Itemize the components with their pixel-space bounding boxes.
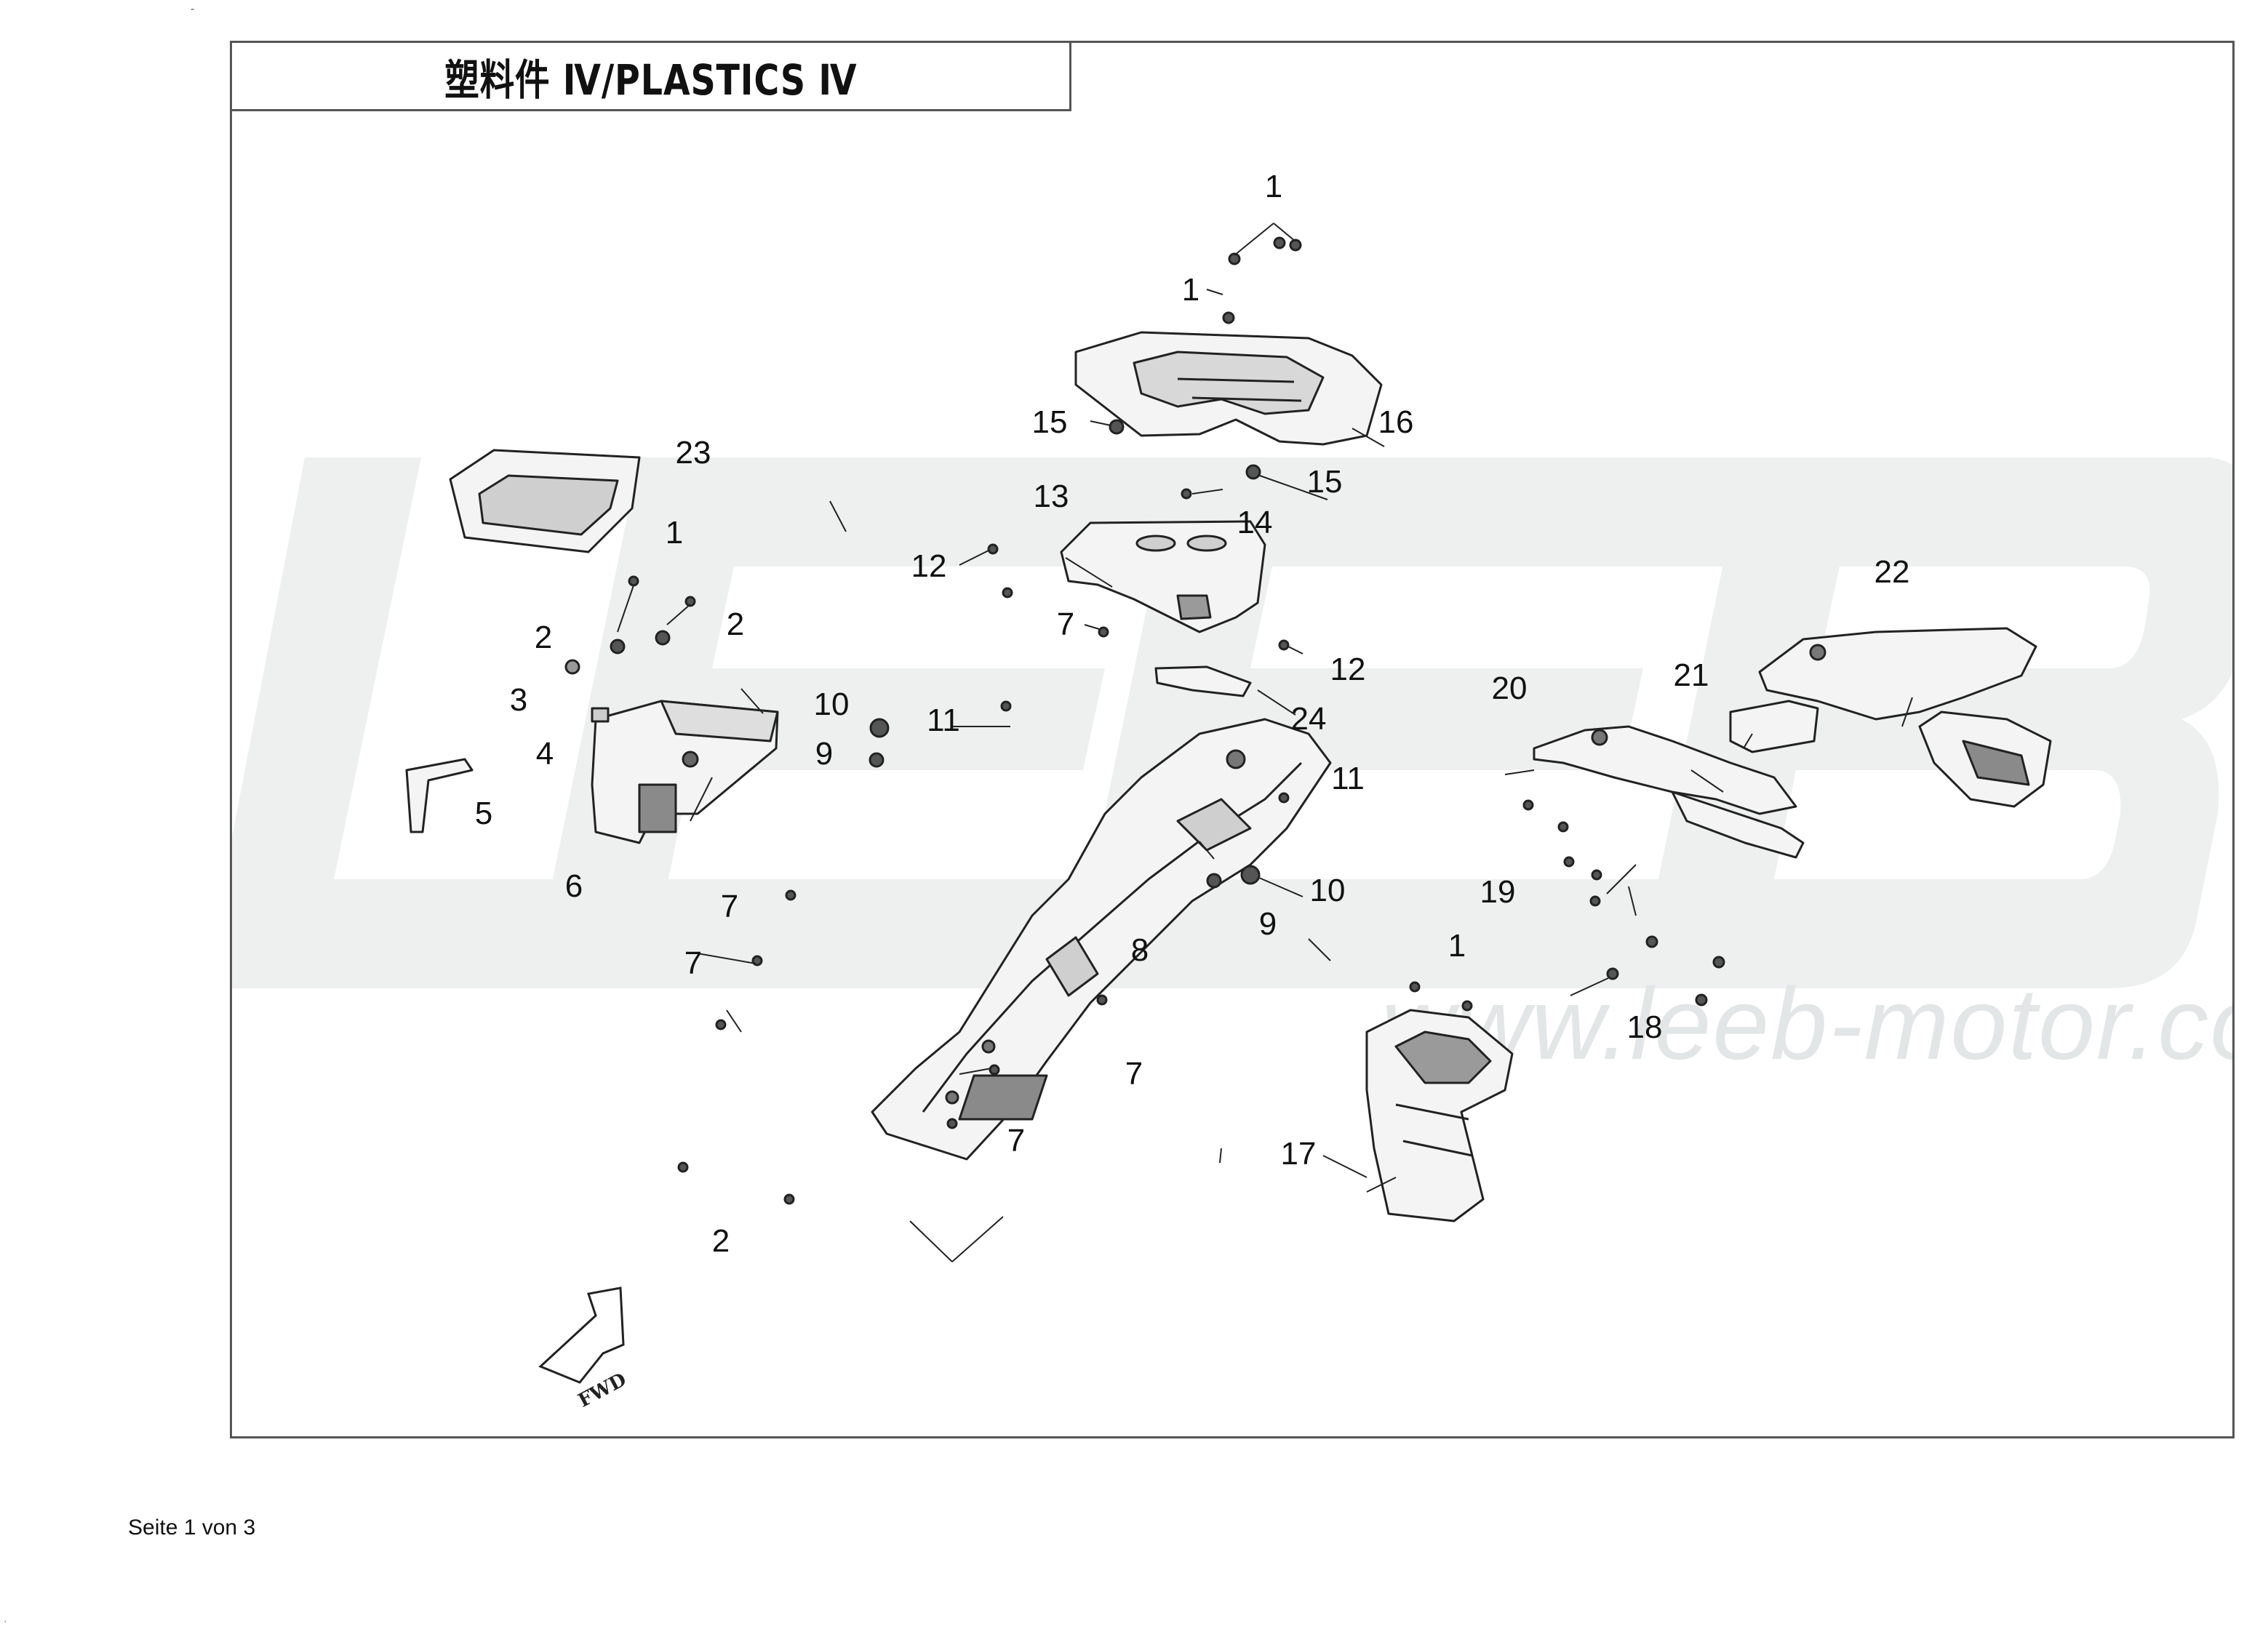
diagram-title-box: 塑料件 Ⅳ/PLASTICS Ⅳ — [232, 43, 1071, 111]
callout-19: 19 — [1480, 874, 1516, 910]
part-8-rear-fender — [871, 718, 1332, 1161]
part-24-trim-strip — [1154, 665, 1252, 697]
callout-5: 5 — [474, 796, 493, 831]
callout-7: 7 — [1056, 607, 1075, 642]
part-21-reflector-cover — [1729, 700, 1819, 753]
website-watermark: www.leeb-motor.com — [1381, 966, 2232, 1081]
callout-17: 17 — [1280, 1136, 1317, 1172]
callout-1: 1 — [1264, 169, 1283, 204]
callout-11: 11 — [1331, 761, 1365, 796]
part-3-screw — [564, 659, 580, 675]
callout-9: 9 — [815, 736, 834, 772]
callout-2: 2 — [726, 607, 745, 642]
callout-7: 7 — [684, 945, 703, 981]
callout-16: 16 — [1378, 404, 1414, 440]
fastener-set — [610, 236, 1725, 1205]
callout-14: 14 — [1237, 505, 1273, 540]
callout-12: 12 — [1330, 652, 1366, 687]
callout-7: 7 — [1007, 1123, 1026, 1158]
callout-8: 8 — [1130, 932, 1149, 968]
corner-mark: ' — [4, 1619, 7, 1629]
part-5-bracket — [405, 758, 474, 833]
callout-18: 18 — [1626, 1009, 1663, 1045]
callout-2: 2 — [534, 620, 553, 655]
callout-1: 1 — [1448, 928, 1466, 964]
callout-15: 15 — [1031, 404, 1068, 440]
diagram-title: 塑料件 Ⅳ/PLASTICS Ⅳ — [444, 55, 858, 105]
callout-11: 11 — [927, 703, 960, 738]
callout-13: 13 — [1033, 479, 1069, 514]
exploded-parts-diagram — [405, 223, 2052, 1384]
callout-1: 1 — [665, 515, 684, 551]
callout-21: 21 — [1673, 657, 1709, 693]
callout-10: 10 — [813, 687, 850, 722]
callout-1: 1 — [1181, 272, 1200, 308]
fwd-direction-arrow — [538, 1286, 625, 1384]
callout-22: 22 — [1874, 554, 1910, 590]
callout-10: 10 — [1309, 873, 1346, 908]
callout-4: 4 — [535, 736, 554, 772]
part-22-license-plate-holder — [1758, 627, 2052, 808]
part-13-tail-cover — [1060, 520, 1266, 633]
callout-23: 23 — [675, 435, 711, 471]
part-17-rear-hugger — [1365, 1009, 1514, 1222]
part-4-clip — [591, 707, 610, 723]
callout-24: 24 — [1290, 701, 1327, 737]
page-number: Seite 1 von 3 — [128, 1516, 256, 1540]
callout-6: 6 — [564, 868, 583, 904]
part-20-license-bracket — [1533, 725, 1805, 859]
diagram-frame: 塑料件 Ⅳ/PLASTICS Ⅳ www.leeb-motor.com — [230, 41, 2235, 1438]
part-16-rear-rack — [1074, 331, 1383, 446]
corner-mark: - — [191, 3, 195, 15]
leader-lines — [617, 223, 1913, 1262]
callout-7: 7 — [720, 889, 739, 924]
callout-7: 7 — [1125, 1056, 1143, 1092]
callout-3: 3 — [509, 682, 528, 718]
part-23-storage-tray — [449, 449, 641, 553]
callout-12: 12 — [911, 548, 947, 584]
callout-2: 2 — [711, 1223, 730, 1259]
callout-20: 20 — [1491, 671, 1528, 706]
part-6-battery-box — [591, 700, 779, 844]
callout-15: 15 — [1306, 464, 1343, 500]
callout-9: 9 — [1258, 906, 1277, 942]
